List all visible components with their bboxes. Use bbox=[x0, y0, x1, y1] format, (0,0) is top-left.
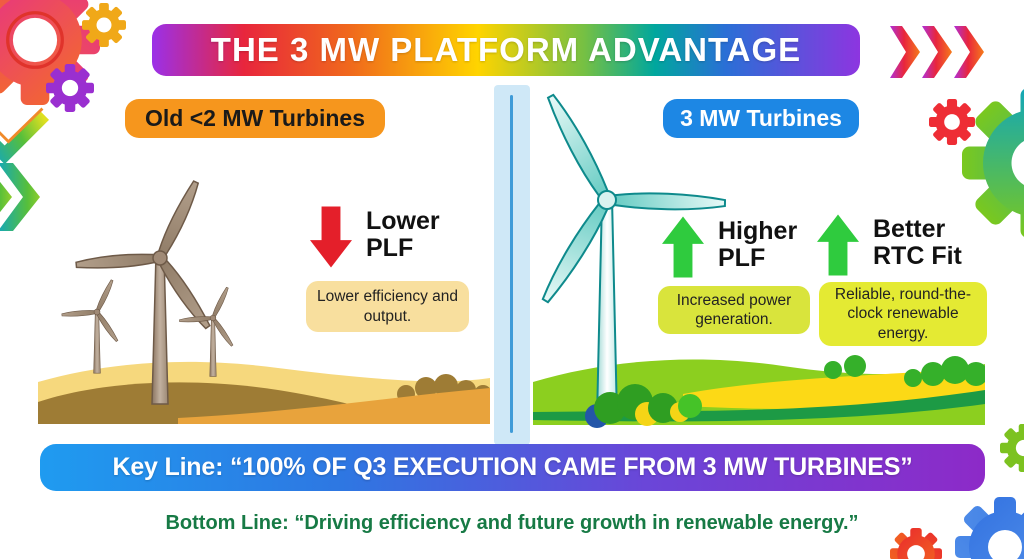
old-turbine-illustration bbox=[53, 270, 141, 375]
desert-landscape bbox=[38, 361, 490, 424]
key-line-text: Key Line: “100% OF Q3 EXECUTION CAME FRO… bbox=[112, 453, 913, 481]
up-arrow-icon bbox=[662, 216, 704, 278]
up-arrow-icon bbox=[817, 214, 859, 276]
lower-plf-note: Lower efficiency and output. bbox=[306, 281, 469, 332]
right-panel-header-label: 3 MW Turbines bbox=[680, 105, 842, 131]
better-rtc-metric: Better RTC Fit bbox=[817, 214, 962, 276]
chevron-right-icon bbox=[0, 163, 40, 231]
higher-plf-metric: Higher PLF bbox=[662, 216, 797, 278]
chevron-right-icon bbox=[890, 26, 984, 78]
old-turbine-illustration bbox=[171, 278, 255, 378]
gear-icon bbox=[0, 0, 100, 105]
note-text: Lower efficiency and output. bbox=[316, 288, 459, 325]
note-text: Reliable, round-the-clock renewable ener… bbox=[834, 285, 972, 342]
gear-icon bbox=[82, 3, 126, 47]
lower-plf-metric: Lower PLF bbox=[310, 206, 440, 268]
better-rtc-note: Reliable, round-the-clock renewable ener… bbox=[819, 282, 987, 346]
left-panel-header-label: Old <2 MW Turbines bbox=[144, 105, 365, 131]
down-arrow-icon bbox=[310, 206, 352, 268]
checkmark-icon bbox=[0, 107, 50, 163]
divider-line bbox=[510, 95, 513, 433]
key-line-banner: Key Line: “100% OF Q3 EXECUTION CAME FRO… bbox=[40, 444, 985, 491]
gear-icon bbox=[1000, 424, 1024, 472]
metric-label: Higher PLF bbox=[718, 217, 798, 272]
higher-plf-note: Increased power generation. bbox=[658, 286, 810, 334]
title-banner: THE 3 MW PLATFORM ADVANTAGE bbox=[152, 24, 860, 76]
bushes-illustration bbox=[585, 384, 702, 428]
panel-divider bbox=[494, 85, 530, 445]
note-text: Increased power generation. bbox=[676, 291, 792, 328]
bottom-line-text: Bottom Line: “Driving efficiency and fut… bbox=[165, 512, 859, 534]
metric-label: Better RTC Fit bbox=[873, 215, 962, 270]
right-panel-header: 3 MW Turbines bbox=[663, 99, 859, 138]
metric-label: Lower PLF bbox=[366, 207, 440, 262]
gear-icon bbox=[962, 88, 1024, 238]
page-title: THE 3 MW PLATFORM ADVANTAGE bbox=[210, 31, 802, 68]
gear-icon bbox=[46, 64, 94, 112]
left-panel-header: Old <2 MW Turbines bbox=[125, 99, 385, 138]
